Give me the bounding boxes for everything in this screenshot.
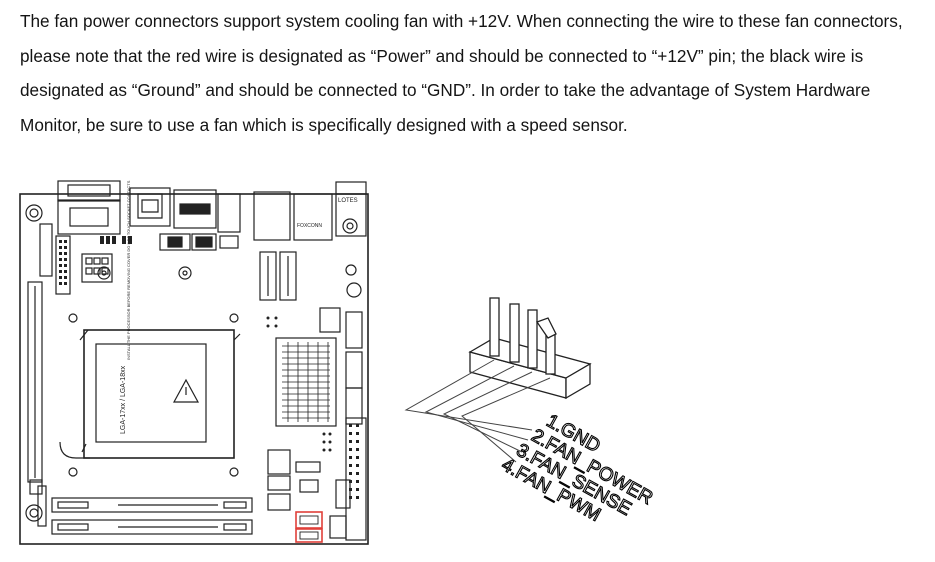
mounting-hole-r — [346, 282, 362, 298]
fan-connector-pinout-diagram: 1.GND 2.FAN_POWER 3.FAN_SENSE 4.FAN_PWM — [404, 297, 657, 527]
sata-port-3 — [345, 387, 363, 425]
mounting-hole-tl — [25, 204, 43, 222]
sata-port-2 — [345, 351, 363, 389]
chip-label: FOXCONN — [297, 223, 322, 229]
fan-connector-description: The fan power connectors support system … — [20, 11, 903, 135]
pin-3 — [527, 309, 538, 369]
socket-warning: INSTALL THE PROCESSOR BEFORE REMOVING CO… — [126, 180, 131, 360]
lan-label: LOTES — [338, 198, 358, 204]
socket-label: LGA-17xx / LGA-18xx — [120, 365, 127, 434]
m2-slot — [27, 281, 43, 483]
sata-port-1 — [345, 311, 363, 349]
vga-port — [57, 180, 121, 202]
fan-connector-highlight-1 — [295, 511, 323, 529]
hdmi-port — [129, 187, 171, 227]
lan-port — [293, 193, 333, 241]
usb-stack-1 — [173, 189, 217, 229]
front-panel-header — [345, 417, 367, 541]
chipset-heatsink — [275, 337, 337, 427]
pin-1 — [489, 297, 500, 357]
board-outline — [19, 193, 369, 545]
dimm-slot-1 — [51, 497, 253, 513]
fan-connector-highlight-2 — [295, 528, 323, 543]
usb-stack-2 — [253, 191, 291, 241]
mounting-hole-bl — [25, 504, 43, 522]
cpu-socket — [83, 329, 235, 459]
cpu-power-connector — [81, 253, 113, 283]
dimm-slot-2 — [51, 519, 253, 535]
pin-4 — [545, 333, 556, 375]
motherboard-diagram: LOTES FOXCONN — [19, 180, 369, 545]
pin-2 — [509, 303, 520, 363]
mounting-hole-tr — [345, 264, 357, 276]
